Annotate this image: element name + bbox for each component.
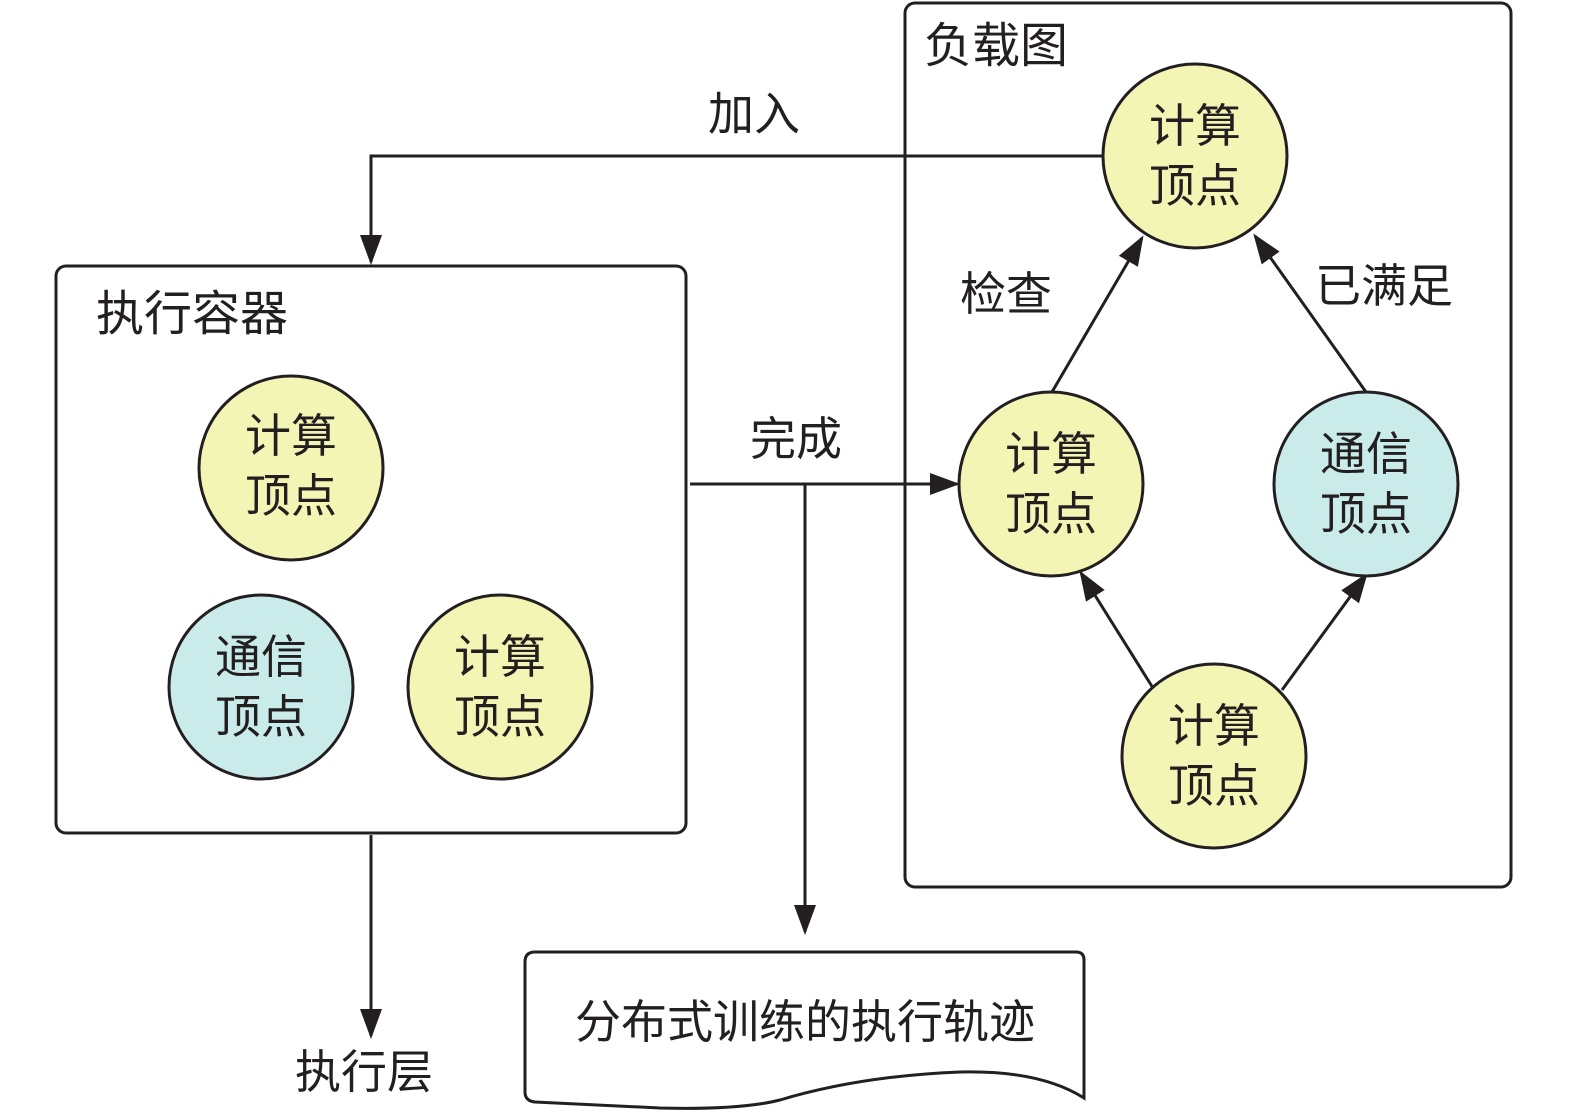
trace-document-text: 分布式训练的执行轨迹 xyxy=(575,995,1035,1049)
graph-communication-vertex-right: 通信 顶点 xyxy=(1272,390,1460,578)
load-graph-title: 负载图 xyxy=(924,18,1068,74)
graph-compute-vertex-top: 计算 顶点 xyxy=(1101,62,1289,250)
execution-trace-document: 分布式训练的执行轨迹 xyxy=(523,950,1086,1110)
check-edge xyxy=(1050,235,1144,393)
node-label-line1: 计算 xyxy=(1168,699,1260,753)
load-graph-container: 负载图 xyxy=(903,1,1513,889)
join-label: 加入 xyxy=(708,87,800,141)
graph-compute-vertex-left: 计算 顶点 xyxy=(957,390,1145,578)
join-edge xyxy=(360,154,1104,265)
node-label-line2: 顶点 xyxy=(1005,487,1097,541)
node-label-line2: 顶点 xyxy=(215,690,307,744)
node-label-line1: 通信 xyxy=(215,630,307,684)
exec-container: 执行容器 xyxy=(54,264,688,835)
edges xyxy=(360,154,1368,1039)
graph-compute-vertex-bottom: 计算 顶点 xyxy=(1120,662,1308,850)
node-label-line1: 计算 xyxy=(1005,427,1097,481)
compute-vertex: 计算 顶点 xyxy=(197,374,385,562)
node-label-line2: 顶点 xyxy=(1149,159,1241,213)
complete-label: 完成 xyxy=(750,412,842,466)
satisfied-edge xyxy=(1253,233,1368,393)
node-label-line1: 计算 xyxy=(454,630,546,684)
node-label-line1: 计算 xyxy=(1149,99,1241,153)
check-label: 检查 xyxy=(960,267,1052,321)
node-label-line2: 顶点 xyxy=(245,469,337,523)
communication-vertex: 通信 顶点 xyxy=(167,593,355,781)
node-label-line1: 通信 xyxy=(1320,427,1412,481)
exec-container-title: 执行容器 xyxy=(96,286,288,342)
node-label-line1: 计算 xyxy=(245,409,337,463)
compute-vertex: 计算 顶点 xyxy=(406,593,594,781)
node-label-line2: 顶点 xyxy=(1168,759,1260,813)
exec-layer-label: 执行层 xyxy=(295,1045,433,1099)
bottom-to-right-edge xyxy=(1280,572,1368,691)
node-label-line2: 顶点 xyxy=(454,690,546,744)
node-label-line2: 顶点 xyxy=(1320,487,1412,541)
bottom-to-left-edge xyxy=(1079,570,1155,689)
satisfied-label: 已满足 xyxy=(1315,259,1453,313)
